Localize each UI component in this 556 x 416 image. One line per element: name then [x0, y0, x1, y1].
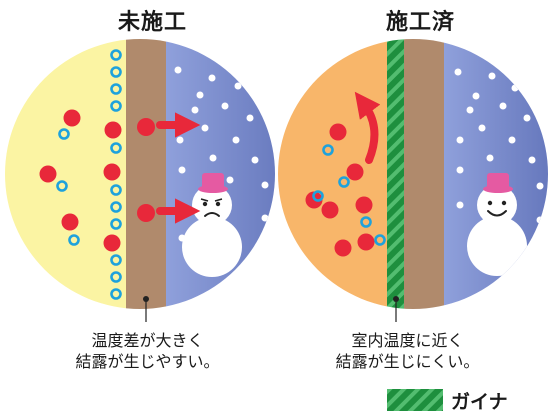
caption-line-1: 温度差が大きく [91, 331, 204, 350]
snow-dots [454, 68, 544, 224]
title-treated: 施工済 [386, 10, 456, 35]
title-untreated: 未施工 [118, 10, 188, 35]
caption-line-2: 結露が生じにくい。 [335, 352, 480, 371]
panel-treated [278, 39, 548, 322]
snowman-happy [467, 173, 527, 276]
caption-untreated: 温度差が大きく 結露が生じやすい。 [60, 330, 235, 372]
gaina-legend-swatch [387, 389, 443, 411]
caption-line-1: 室内温度に近く [351, 331, 464, 350]
heat-particles [39, 109, 155, 252]
legend-label: ガイナ [451, 390, 508, 413]
snowman-hat [202, 173, 224, 189]
water-droplets [56, 49, 122, 300]
snowman-sad [182, 173, 242, 277]
caption-treated: 室内温度に近く 結露が生じにくい。 [320, 330, 495, 372]
indoor-region [278, 39, 387, 309]
wall [404, 39, 444, 309]
snowman-hat [487, 173, 509, 189]
legend: ガイナ [387, 388, 508, 413]
water-droplets [312, 144, 386, 246]
gaina-coating-layer [387, 39, 404, 309]
wall [126, 39, 166, 309]
caption-line-2: 結露が生じやすい。 [75, 352, 220, 371]
panel-untreated [5, 39, 275, 322]
heat-flow-arrows [156, 112, 201, 224]
heat-return-arrow [354, 91, 381, 164]
